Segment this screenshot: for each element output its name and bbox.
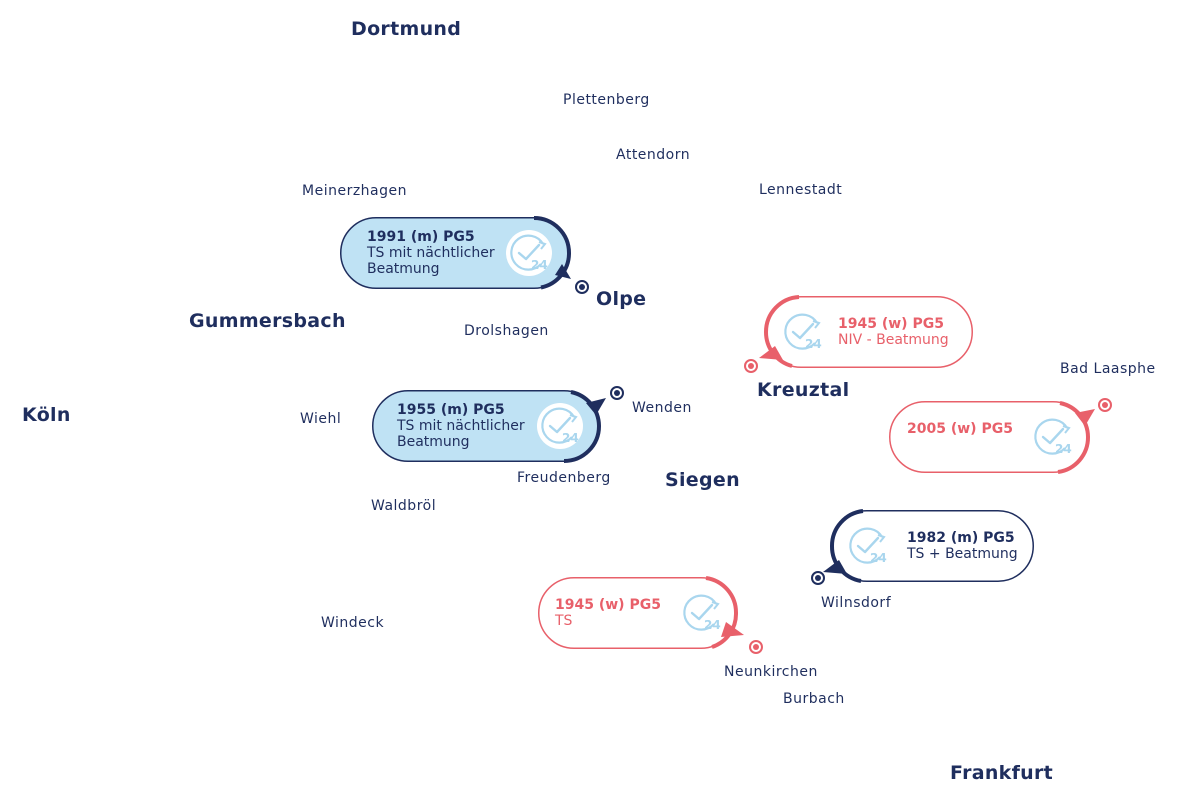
city-label-siegen: Siegen <box>665 469 740 491</box>
card-description: TS <box>555 613 573 629</box>
card-frame <box>340 216 572 290</box>
city-label-drolshagen: Drolshagen <box>464 323 549 339</box>
location-marker-wenden[interactable] <box>610 386 624 400</box>
city-label-meinerzhagen: Meinerzhagen <box>302 183 407 199</box>
svg-text:24: 24 <box>531 258 548 272</box>
clock-check-24-icon: 24 <box>1030 414 1076 460</box>
card-title: 1955 (m) PG5 <box>397 402 505 418</box>
clock-check-24-icon: 24 <box>679 590 725 636</box>
location-marker-kreuztal[interactable] <box>744 359 758 373</box>
clock-check-24-icon: 24 <box>506 230 552 276</box>
city-label-lennestadt: Lennestadt <box>759 182 843 198</box>
city-label-wiehl: Wiehl <box>300 411 342 427</box>
patient-card-bad-laasphe[interactable]: 2005 (w) PG5 24 <box>889 401 1095 474</box>
city-label-plettenberg: Plettenberg <box>563 92 650 108</box>
location-marker-neunkirchen[interactable] <box>749 640 763 654</box>
card-description: TS mit nächtlicher Beatmung <box>367 245 495 277</box>
city-label-frankfurt: Frankfurt <box>950 762 1054 784</box>
city-label-gummersbach: Gummersbach <box>189 310 346 332</box>
card-title: 1982 (m) PG5 <box>907 530 1015 546</box>
city-label-wilnsdorf: Wilnsdorf <box>821 595 892 611</box>
city-label-kreuztal: Kreuztal <box>757 379 850 401</box>
city-label-waldbroel: Waldbröl <box>371 498 437 514</box>
city-label-neunkirchen: Neunkirchen <box>724 664 818 680</box>
city-label-olpe: Olpe <box>596 288 647 310</box>
location-marker-wilnsdorf[interactable] <box>811 571 825 585</box>
card-description: TS + Beatmung <box>907 546 1018 562</box>
city-label-wenden: Wenden <box>632 400 692 416</box>
location-marker-bad-laasphe[interactable] <box>1098 398 1112 412</box>
card-description: NIV - Beatmung <box>838 332 949 348</box>
city-label-koeln: Köln <box>22 404 71 426</box>
svg-text:24: 24 <box>562 431 579 445</box>
card-frame <box>372 390 606 463</box>
svg-text:24: 24 <box>805 337 822 351</box>
city-label-freudenberg: Freudenberg <box>517 470 611 486</box>
patient-card-wenden[interactable]: 1955 (m) PG5 TS mit nächtlicher Beatmung… <box>372 390 606 463</box>
clock-check-24-icon: 24 <box>780 309 826 355</box>
card-title: 2005 (w) PG5 <box>907 421 1013 437</box>
patient-card-kreuztal[interactable]: 24 1945 (w) PG5 NIV - Beatmung <box>759 295 973 368</box>
city-label-bad-laasphe: Bad Laasphe <box>1060 361 1156 377</box>
patient-card-wilnsdorf[interactable]: 24 1982 (m) PG5 TS + Beatmung <box>823 509 1034 583</box>
svg-text:24: 24 <box>870 551 887 565</box>
svg-text:24: 24 <box>704 618 721 632</box>
svg-text:24: 24 <box>1055 442 1072 456</box>
card-frame <box>538 576 744 649</box>
card-description: TS mit nächtlicher Beatmung <box>397 418 525 450</box>
clock-check-24-icon: 24 <box>845 523 891 569</box>
clock-check-24-icon: 24 <box>537 403 583 449</box>
card-title: 1991 (m) PG5 <box>367 229 475 245</box>
patient-card-olpe[interactable]: 1991 (m) PG5 TS mit nächtlicher Beatmung… <box>340 216 572 290</box>
city-label-windeck: Windeck <box>321 615 385 631</box>
city-label-burbach: Burbach <box>783 691 845 707</box>
location-marker-olpe[interactable] <box>575 280 589 294</box>
card-title: 1945 (w) PG5 <box>555 597 661 613</box>
city-label-dortmund: Dortmund <box>351 18 462 40</box>
patient-card-neunkirchen[interactable]: 1945 (w) PG5 TS 24 <box>538 576 744 649</box>
card-title: 1945 (w) PG5 <box>838 316 944 332</box>
city-label-attendorn: Attendorn <box>616 147 691 163</box>
